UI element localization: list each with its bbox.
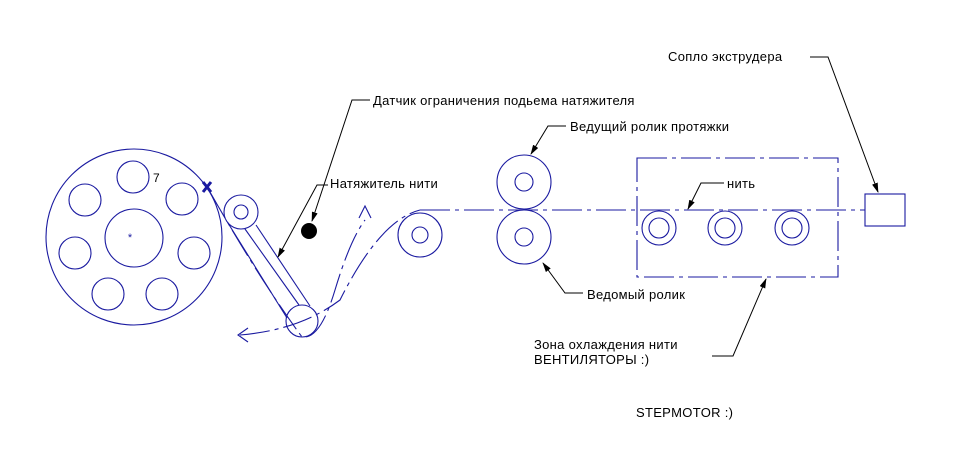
tensioner-label: Натяжитель нити: [330, 176, 439, 191]
driven-roller-label: Ведомый ролик: [587, 287, 686, 302]
rollers: [397, 154, 906, 278]
svg-text:*: *: [128, 232, 133, 244]
sensor-label: Датчик ограничения подьема натяжителя: [373, 93, 635, 108]
nozzle-label: Сопло экструдера: [668, 49, 783, 64]
fans-label: ВЕНТИЛЯТОРЫ :): [534, 352, 650, 367]
tensioner-arm: [209, 191, 421, 343]
leaders: [277, 56, 879, 357]
spool: *: [45, 148, 223, 326]
stepmotor-label: STEPMOTOR :): [636, 405, 734, 420]
cooling-zone-label: Зона охлаждения нити: [534, 337, 678, 352]
reel-number: 7: [153, 171, 160, 185]
filament-label: нить: [727, 176, 756, 191]
limit-sensor: [301, 223, 317, 239]
drive-roller-label: Ведущий ролик протяжки: [570, 119, 730, 134]
